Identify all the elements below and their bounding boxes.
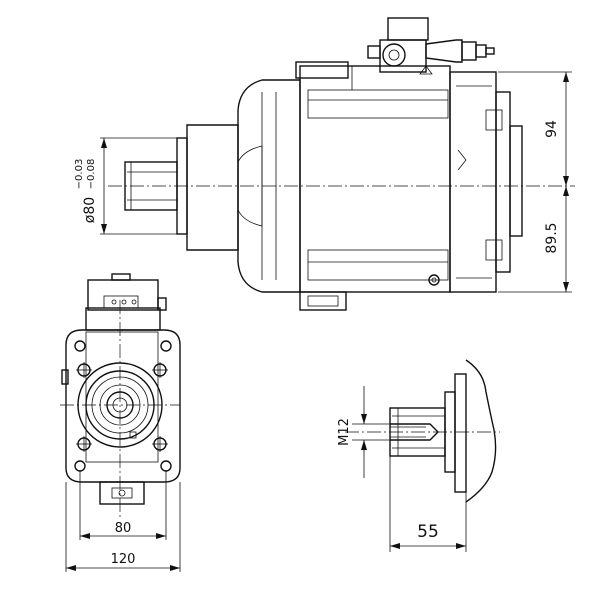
rear-cover — [428, 71, 523, 293]
shaft-tol-upper: −0.03 — [74, 159, 85, 190]
dim-55-label: 55 — [417, 522, 439, 542]
dim-94-label: 94 — [544, 120, 560, 138]
front-view: 80 120 — [60, 273, 181, 572]
dim-flange-inner: 80 — [80, 521, 166, 539]
shaft-diameter-label: ø80 — [82, 197, 98, 223]
dim-height-lower: 89.5 — [544, 186, 569, 292]
dim-120-label: 120 — [111, 552, 136, 567]
dim-shaft-length: 55 — [389, 456, 467, 552]
dim-height-upper: 94 — [544, 72, 569, 186]
dim-thread: M12 — [337, 386, 390, 478]
dim-flange-outer: 120 — [66, 552, 180, 571]
dim-80-label: 80 — [115, 521, 132, 536]
bolt-holes — [74, 340, 172, 472]
dim-m12-label: M12 — [337, 418, 352, 446]
dim-89-5-label: 89.5 — [544, 222, 560, 253]
shaft-face — [77, 362, 163, 448]
dim-shaft-diameter: ø80 −0.03 −0.08 — [74, 138, 107, 234]
control-valve — [367, 17, 495, 75]
shaft-tol-lower: −0.08 — [86, 159, 97, 190]
side-view: 94 89.5 ø80 −0.03 −0.08 — [74, 17, 575, 311]
shaft-detail-view: M12 55 — [337, 359, 500, 552]
